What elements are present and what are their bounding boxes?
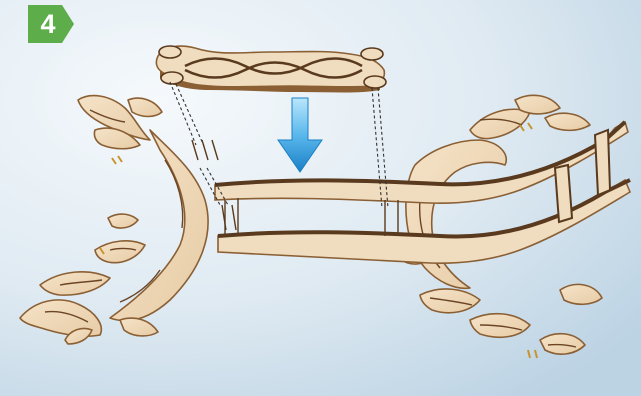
step-number: 4 [28,5,68,43]
step-badge: 4 [28,5,74,43]
